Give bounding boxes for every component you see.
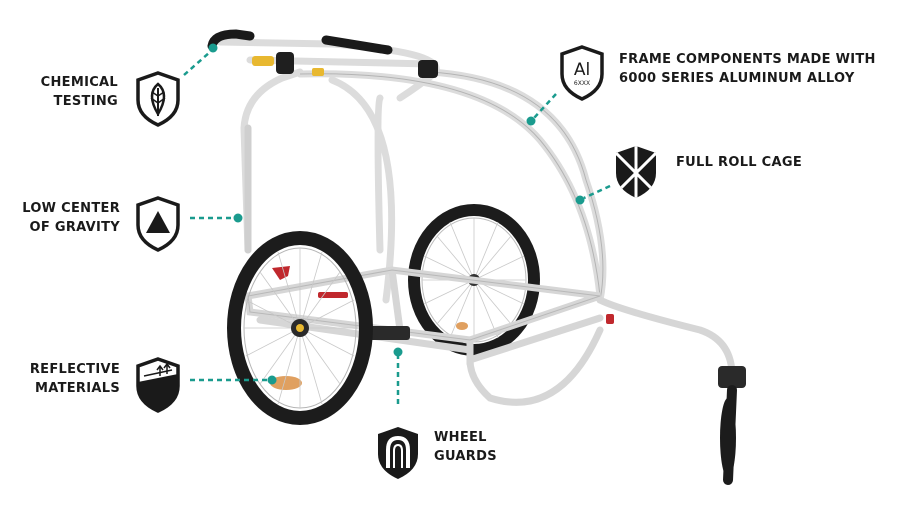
roll-cage-label: FULL ROLL CAGE <box>676 153 826 172</box>
frame-line2: 6000 SERIES ALUMINUM ALLOY <box>619 71 855 86</box>
hitch-arm <box>718 366 746 485</box>
roll-cage-shield-icon <box>616 146 656 198</box>
frame-components-label: FRAME COMPONENTS MADE WITH 6000 SERIES A… <box>619 50 891 88</box>
triangle-shield-icon <box>136 196 180 252</box>
reflector <box>270 376 302 390</box>
aluminum-symbol-text: Al <box>574 60 590 80</box>
near-wheel <box>227 231 373 425</box>
aluminum-shield-icon: Al 6XXX <box>560 45 604 101</box>
chemical-testing-line1: CHEMICAL <box>40 75 118 90</box>
low-center-label: LOW CENTER OF GRAVITY <box>12 199 120 237</box>
reflective-line2: MATERIALS <box>35 381 120 396</box>
frame-line1: FRAME COMPONENTS MADE WITH <box>619 52 876 67</box>
chemical-testing-line2: TESTING <box>53 94 118 109</box>
reflective-label: REFLECTIVE MATERIALS <box>12 360 120 398</box>
reflective-line1: REFLECTIVE <box>29 362 120 377</box>
wheel-guards-label: WHEEL GUARDS <box>434 428 524 466</box>
low-center-line2: OF GRAVITY <box>29 220 120 235</box>
reflector-small <box>456 322 468 330</box>
leaf-shield-icon <box>136 71 180 127</box>
reflective-shield-icon <box>136 357 180 413</box>
wheel-guards-line2: GUARDS <box>434 449 497 464</box>
wheel-guard-shield-icon <box>378 427 418 479</box>
base-frame <box>244 266 736 406</box>
chemical-testing-label: CHEMICAL TESTING <box>30 73 118 111</box>
aluminum-series-text: 6XXX <box>574 80 590 87</box>
roll-cage-line1: FULL ROLL CAGE <box>676 155 803 170</box>
low-center-line1: LOW CENTER <box>22 201 120 216</box>
wheel-guards-line1: WHEEL <box>434 430 487 445</box>
wheel-guard-part <box>364 326 410 340</box>
